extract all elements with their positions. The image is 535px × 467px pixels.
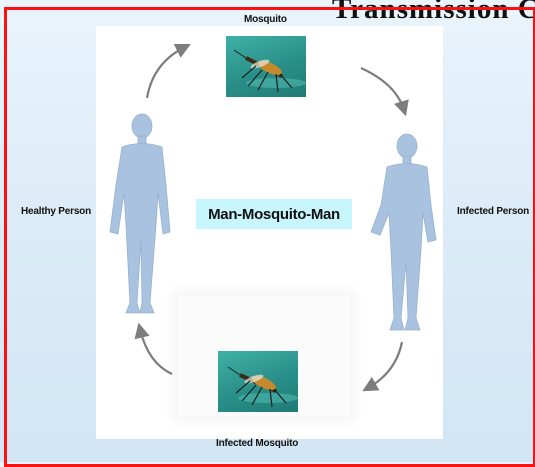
arrow-infected-mosquito-to-healthy xyxy=(140,329,172,374)
label-infected-mosquito: Infected Mosquito xyxy=(216,438,298,449)
label-infected-person: Infected Person xyxy=(457,206,529,217)
label-mosquito: Mosquito xyxy=(244,14,287,25)
label-healthy-person: Healthy Person xyxy=(21,206,91,217)
infected-person-figure xyxy=(371,134,436,330)
infected-mosquito-icon xyxy=(218,351,298,412)
arrow-mosquito-to-infected-person xyxy=(361,68,404,110)
healthy-person-figure xyxy=(110,114,170,313)
mosquito-photo-top xyxy=(226,36,306,97)
arrow-healthy-to-mosquito xyxy=(147,47,185,98)
mosquito-icon xyxy=(226,36,306,97)
arrow-infected-person-to-infected-mosquito xyxy=(368,342,402,388)
cycle-center-label: Man-Mosquito-Man xyxy=(196,199,352,229)
mosquito-photo-bottom xyxy=(218,351,298,412)
